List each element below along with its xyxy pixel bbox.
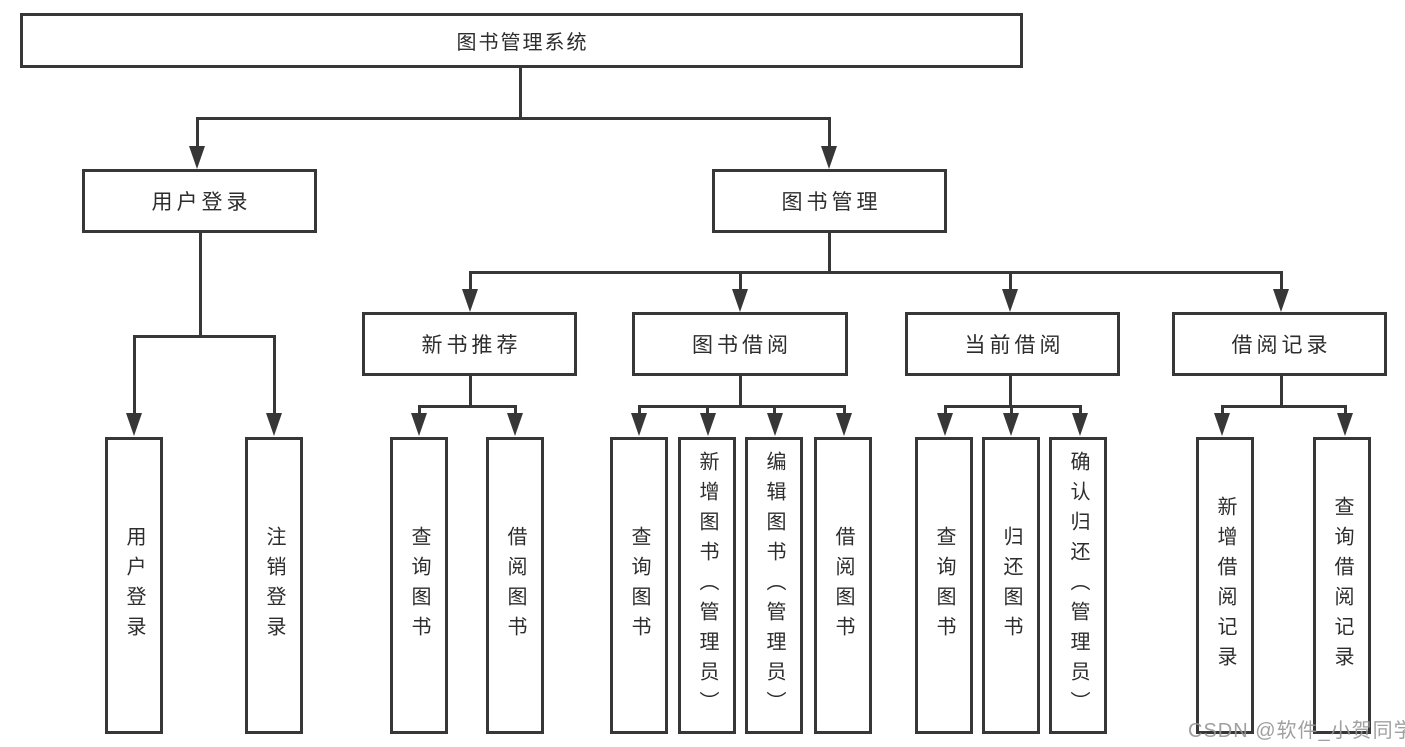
leaf-return-book: 归还图书	[982, 437, 1040, 734]
connector-hline	[1220, 405, 1347, 408]
arrowhead-down-icon	[1002, 289, 1018, 312]
connector-vline	[637, 405, 641, 417]
connector-vline	[195, 117, 199, 150]
leaf-label: 新增图书（管理员）	[696, 450, 718, 721]
connector-hline	[417, 405, 517, 408]
arrowhead-down-icon	[507, 413, 523, 436]
arrowhead-down-icon	[1337, 413, 1353, 436]
leaf-label: 新增借阅记录	[1214, 495, 1236, 676]
connector-vline	[1279, 375, 1283, 408]
leaf-add-borrow-record: 新增借阅记录	[1196, 437, 1254, 734]
leaf-user-login: 用户登录	[105, 437, 163, 734]
leaf-label: 用户登录	[123, 525, 145, 646]
leaf-label: 归还图书	[1000, 525, 1022, 646]
connector-vline	[417, 405, 421, 417]
connector-vline	[513, 405, 517, 417]
node-library-system: 图书管理系统	[20, 13, 1023, 68]
connector-hline	[943, 405, 1082, 408]
arrowhead-down-icon	[821, 146, 837, 169]
leaf-borrow-book: 借阅图书	[814, 437, 872, 734]
node-current-borrowing: 当前借阅	[905, 312, 1120, 376]
node-borrowing-records: 借阅记录	[1172, 312, 1387, 376]
connector-hline	[132, 334, 276, 338]
arrowhead-down-icon	[1273, 289, 1289, 312]
connector-vline	[518, 68, 522, 118]
node-new-book-recommend: 新书推荐	[362, 312, 577, 376]
arrowhead-down-icon	[937, 413, 953, 436]
arrowhead-down-icon	[462, 289, 478, 312]
node-label: 借阅记录	[1231, 334, 1332, 357]
connector-vline	[468, 375, 472, 408]
connector-vline	[1008, 271, 1012, 291]
node-label: 图书借阅	[692, 334, 792, 357]
arrowhead-down-icon	[411, 413, 427, 436]
arrowhead-down-icon	[1072, 413, 1088, 436]
connector-hline	[468, 271, 1283, 274]
node-label: 图书管理	[781, 191, 882, 214]
connector-vline	[1009, 405, 1013, 417]
connector-vline	[1220, 405, 1224, 417]
connector-vline	[198, 233, 202, 337]
connector-vline	[1008, 375, 1012, 408]
leaf-label: 借阅图书	[504, 525, 526, 646]
connector-vline	[132, 334, 136, 417]
arrowhead-down-icon	[266, 413, 282, 436]
node-user-login: 用户登录	[82, 169, 317, 233]
arrowhead-down-icon	[699, 413, 716, 436]
leaf-add-book-admin: 新增图书（管理员）	[678, 437, 736, 734]
leaf-borrow-book-recommend: 借阅图书	[486, 437, 544, 734]
node-label: 新书推荐	[421, 334, 522, 357]
connector-vline	[272, 334, 276, 417]
leaf-label: 查询图书	[933, 525, 955, 646]
arrowhead-down-icon	[1214, 413, 1230, 436]
connector-hline	[637, 405, 846, 408]
leaf-label: 编辑图书（管理员）	[763, 450, 785, 721]
csdn-watermark: CSDN @软件_小贺同学	[1188, 720, 1405, 742]
leaf-label: 确认归还（管理员）	[1067, 450, 1089, 721]
node-book-management: 图书管理	[712, 169, 947, 233]
leaf-label: 借阅图书	[832, 525, 854, 646]
connector-vline	[842, 405, 846, 417]
node-book-borrowing: 图书借阅	[632, 312, 848, 376]
connector-hline	[195, 117, 831, 120]
connector-vline	[1078, 405, 1082, 417]
arrowhead-down-icon	[189, 146, 205, 169]
arrowhead-down-icon	[766, 413, 783, 436]
node-label: 用户登录	[151, 191, 252, 214]
connector-vline	[943, 405, 947, 417]
leaf-confirm-return-admin: 确认归还（管理员）	[1049, 437, 1107, 734]
leaf-query-book-current: 查询图书	[915, 437, 973, 734]
leaf-logout: 注销登录	[245, 437, 303, 734]
connector-vline	[773, 405, 776, 417]
leaf-query-book-borrowing: 查询图书	[610, 437, 668, 734]
leaf-label: 查询图书	[628, 525, 650, 646]
leaf-query-book-recommend: 查询图书	[390, 437, 448, 734]
leaf-label: 查询图书	[408, 525, 430, 646]
arrowhead-down-icon	[836, 413, 852, 436]
connector-vline	[468, 271, 472, 291]
connector-vline	[738, 376, 742, 408]
connector-vline	[1279, 271, 1283, 291]
arrowhead-down-icon	[631, 413, 647, 436]
arrowhead-down-icon	[732, 289, 748, 312]
connector-vline	[738, 271, 742, 291]
connector-vline	[1343, 405, 1347, 417]
arrowhead-down-icon	[1003, 413, 1019, 436]
leaf-label: 查询借阅记录	[1331, 495, 1353, 676]
connector-vline	[827, 117, 831, 150]
node-label: 图书管理系统	[456, 32, 589, 54]
arrowhead-down-icon	[126, 413, 142, 436]
leaf-edit-book-admin: 编辑图书（管理员）	[745, 437, 803, 734]
connector-vline	[706, 405, 709, 417]
connector-vline	[827, 233, 831, 274]
leaf-label: 注销登录	[263, 525, 285, 646]
leaf-query-borrow-record: 查询借阅记录	[1313, 437, 1371, 734]
node-label: 当前借阅	[964, 334, 1065, 357]
